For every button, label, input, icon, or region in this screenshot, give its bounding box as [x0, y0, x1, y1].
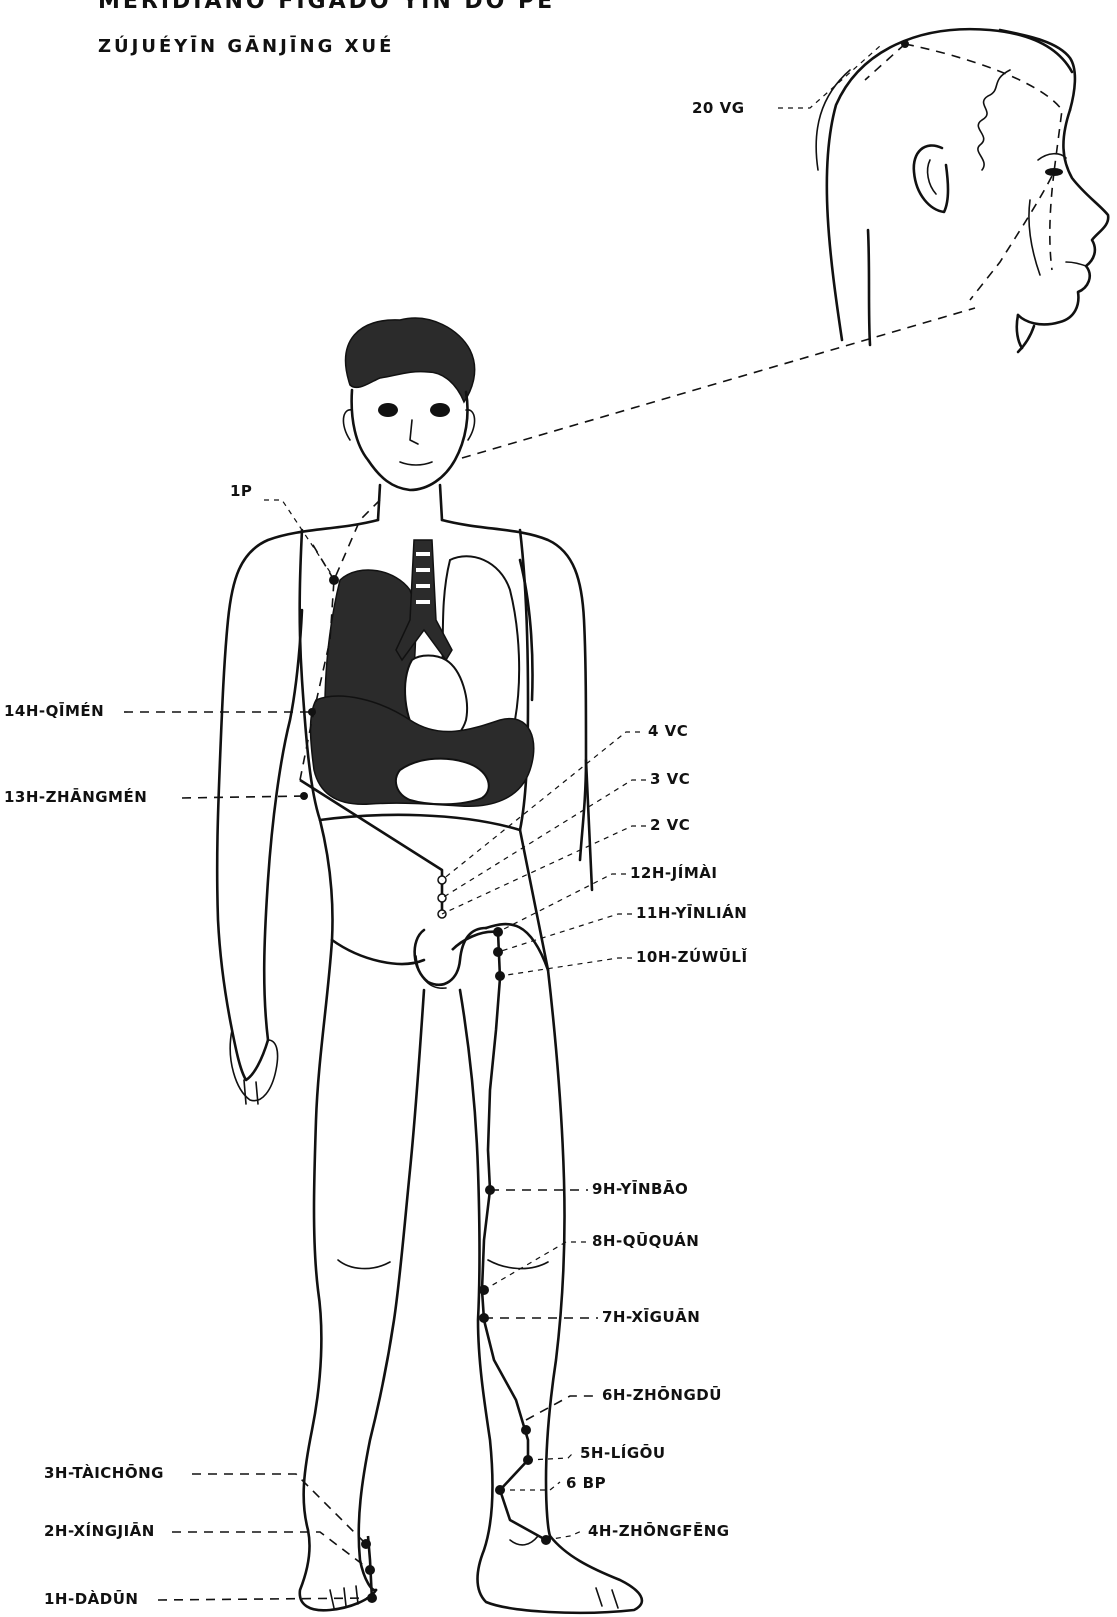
- label-14h: 14H-QĪMÉN: [4, 700, 104, 720]
- label-1p: 1P: [230, 482, 252, 500]
- label-13h: 13H-ZHĀNGMÉN: [4, 786, 147, 806]
- label-11h: 11H-YĪNLIÁN: [636, 902, 747, 922]
- label-7h: 7H-XĪGUĀN: [602, 1306, 700, 1326]
- label-3vc: 3 VC: [650, 770, 690, 788]
- label-2vc: 2 VC: [650, 816, 690, 834]
- label-6bp: 6 BP: [566, 1474, 606, 1492]
- label-9h: 9H-YĪNBĀO: [592, 1178, 688, 1198]
- human-figure: [217, 318, 642, 1613]
- diagram-title: MERIDIANO FÍGADO YIN DO PÉ: [98, 0, 555, 14]
- label-4h: 4H-ZHŌNGFĒNG: [588, 1520, 730, 1540]
- leader-lines: [124, 46, 880, 1600]
- label-10h: 10H-ZÚWŪLǏ: [636, 946, 748, 966]
- label-5h: 5H-LÍGŌU: [580, 1442, 666, 1462]
- label-6h: 6H-ZHŌNGDŪ: [602, 1384, 722, 1404]
- label-1h: 1H-DÀDŪN: [44, 1588, 138, 1608]
- diagram-subtitle: ZÚJUÉYĪN GĀNJĪNG XUÉ: [98, 35, 394, 57]
- label-3h: 3H-TÀICHŌNG: [44, 1462, 164, 1482]
- label-4vc: 4 VC: [648, 722, 688, 740]
- face-to-head-connector: [462, 308, 975, 458]
- label-12h: 12H-JÍMÀI: [630, 863, 717, 882]
- label-8h: 8H-QŪQUÁN: [592, 1230, 699, 1250]
- label-2h: 2H-XÍNGJIĀN: [44, 1520, 155, 1540]
- head-profile-inset: [816, 29, 1108, 352]
- label-20vg: 20 VG: [692, 99, 745, 117]
